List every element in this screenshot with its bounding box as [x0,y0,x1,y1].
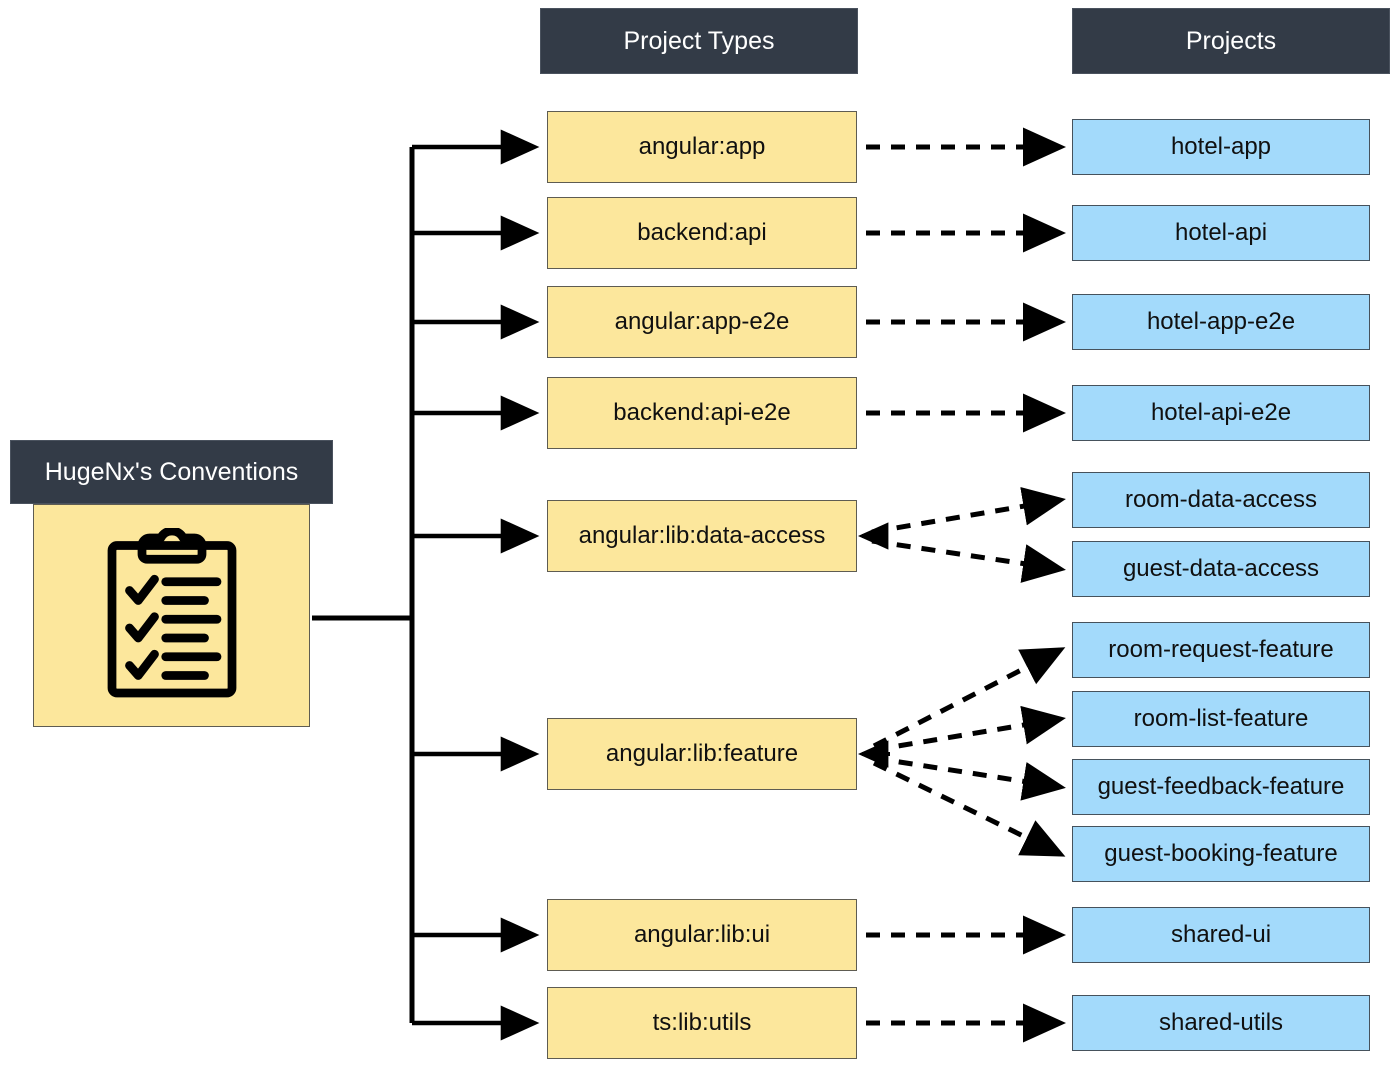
project-label: room-list-feature [1133,705,1309,733]
project-label: room-request-feature [1108,636,1334,664]
project-hotel-app-e2e[interactable]: hotel-app-e2e [1072,294,1370,350]
root-header-label: HugeNx's Conventions [44,457,299,486]
project-shared-ui[interactable]: shared-ui [1072,907,1370,963]
root-node[interactable] [33,504,310,727]
project-label: hotel-api [1174,219,1268,247]
edge-feature-to-guest-feedback-feature [873,755,1066,801]
project-type-label: angular:lib:feature [605,740,799,768]
project-type-angular-lib-ui[interactable]: angular:lib:ui [547,899,857,971]
project-label: hotel-app [1170,133,1272,161]
project-hotel-app[interactable]: hotel-app [1072,119,1370,175]
project-type-label: angular:app [638,133,766,161]
project-type-label: angular:lib:ui [633,921,771,949]
project-hotel-api[interactable]: hotel-api [1072,205,1370,261]
column-header-project-types: Project Types [540,8,858,74]
project-hotel-api-e2e[interactable]: hotel-api-e2e [1072,385,1370,441]
project-guest-data-access[interactable]: guest-data-access [1072,541,1370,597]
edge-root-to-trunk [312,147,415,1023]
project-label: guest-data-access [1122,555,1320,583]
column-header-projects-label: Projects [1185,26,1277,55]
edge-data-access-to-guest-data-access [871,538,1066,583]
project-guest-feedback-feature[interactable]: guest-feedback-feature [1072,759,1370,815]
edge-feature-to-room-request-feature [872,647,1066,749]
project-type-angular-app[interactable]: angular:app [547,111,857,183]
project-label: guest-feedback-feature [1097,773,1345,801]
project-type-label: backend:api-e2e [613,399,791,427]
project-room-data-access[interactable]: room-data-access [1072,472,1370,528]
root-header: HugeNx's Conventions [10,440,333,504]
project-type-backend-api-e2e[interactable]: backend:api-e2e [547,377,857,449]
clipboard-checklist-icon [34,505,309,726]
project-guest-booking-feature[interactable]: guest-booking-feature [1072,826,1370,882]
project-label: shared-ui [1170,921,1272,949]
project-type-angular-lib-feature[interactable]: angular:lib:feature [547,718,857,790]
project-label: hotel-app-e2e [1146,308,1296,336]
edge-data-access-to-room-data-access [871,486,1066,535]
column-header-project-types-label: Project Types [623,26,775,55]
project-shared-utils[interactable]: shared-utils [1072,995,1370,1051]
column-header-projects: Projects [1072,8,1390,74]
project-type-backend-api[interactable]: backend:api [547,197,857,269]
project-type-angular-app-e2e[interactable]: angular:app-e2e [547,286,857,358]
project-type-angular-lib-data-access[interactable]: angular:lib:data-access [547,500,857,572]
project-label: guest-booking-feature [1104,840,1338,868]
project-room-list-feature[interactable]: room-list-feature [1072,691,1370,747]
project-label: hotel-api-e2e [1150,399,1292,427]
project-type-label: ts:lib:utils [652,1009,752,1037]
project-label: shared-utils [1158,1009,1284,1037]
project-room-request-feature[interactable]: room-request-feature [1072,622,1370,678]
project-label: room-data-access [1124,486,1318,514]
project-type-ts-lib-utils[interactable]: ts:lib:utils [547,987,857,1059]
project-type-label: angular:app-e2e [614,308,790,336]
edge-feature-to-guest-booking-feature [872,760,1066,857]
project-type-label: angular:lib:data-access [578,522,826,550]
edge-feature-to-room-list-feature [873,705,1066,753]
project-type-label: backend:api [637,219,767,247]
